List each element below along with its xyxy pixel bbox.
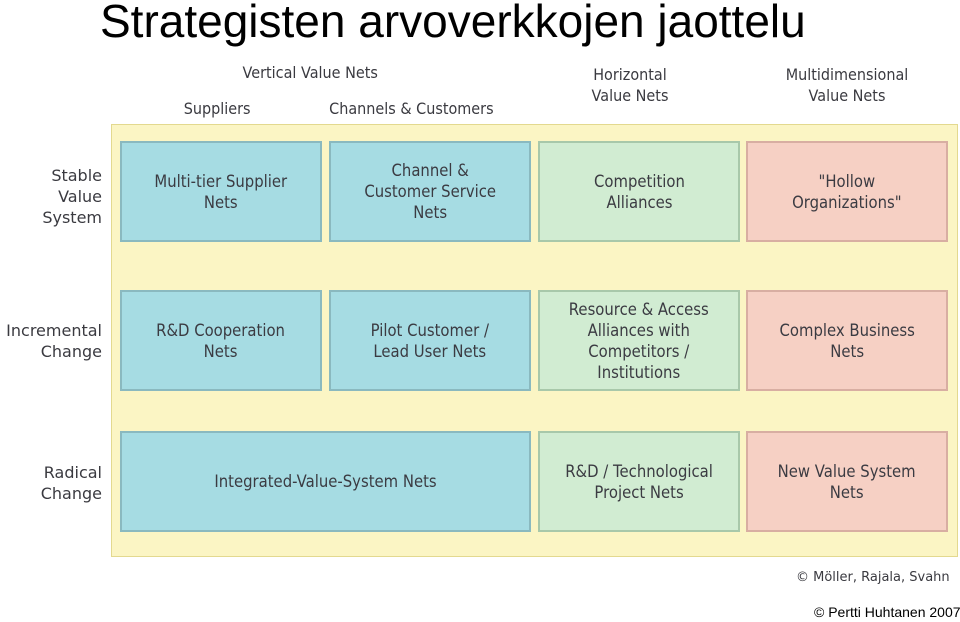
incremental-change-label: Incremental Change bbox=[6, 321, 102, 361]
channels-customers-header: Channels & Customers bbox=[329, 99, 494, 118]
page-title: Strategisten arvoverkkojen jaottelu bbox=[100, 0, 806, 47]
cell-channel-customer-service-nets: Channel & Customer Service Nets bbox=[329, 141, 531, 242]
source-credit: © Möller, Rajala, Svahn bbox=[796, 570, 950, 585]
horizontal-value-nets-header: Horizontal Value Nets bbox=[591, 65, 669, 105]
vertical-value-nets-header: Vertical Value Nets bbox=[242, 63, 378, 82]
multidimensional-value-nets-header: Multidimensional Value Nets bbox=[785, 65, 909, 105]
cell-pilot-customer-lead-user-nets: Pilot Customer / Lead User Nets bbox=[329, 290, 531, 391]
cell-integrated-value-system-nets: Integrated-Value-System Nets bbox=[120, 431, 531, 532]
cell-multi-tier-supplier-nets: Multi-tier Supplier Nets bbox=[120, 141, 322, 242]
suppliers-header: Suppliers bbox=[183, 99, 251, 118]
cell-complex-business-nets: Complex Business Nets bbox=[746, 290, 948, 391]
cell-new-value-system-nets: New Value System Nets bbox=[746, 431, 948, 532]
author-credit: © Pertti Huhtanen 2007 bbox=[814, 604, 960, 620]
radical-change-label: Radical Change bbox=[40, 463, 102, 503]
stable-value-system-label: Stable Value System bbox=[42, 166, 102, 227]
cell-competition-alliances: Competition Alliances bbox=[538, 141, 740, 242]
cell-resource-access-alliances: Resource & Access Alliances with Competi… bbox=[538, 290, 740, 391]
cell-hollow-organizations: "Hollow Organizations" bbox=[746, 141, 948, 242]
cell-rd-technological-project-nets: R&D / Technological Project Nets bbox=[538, 431, 740, 532]
cell-rd-cooperation-nets: R&D Cooperation Nets bbox=[120, 290, 322, 391]
